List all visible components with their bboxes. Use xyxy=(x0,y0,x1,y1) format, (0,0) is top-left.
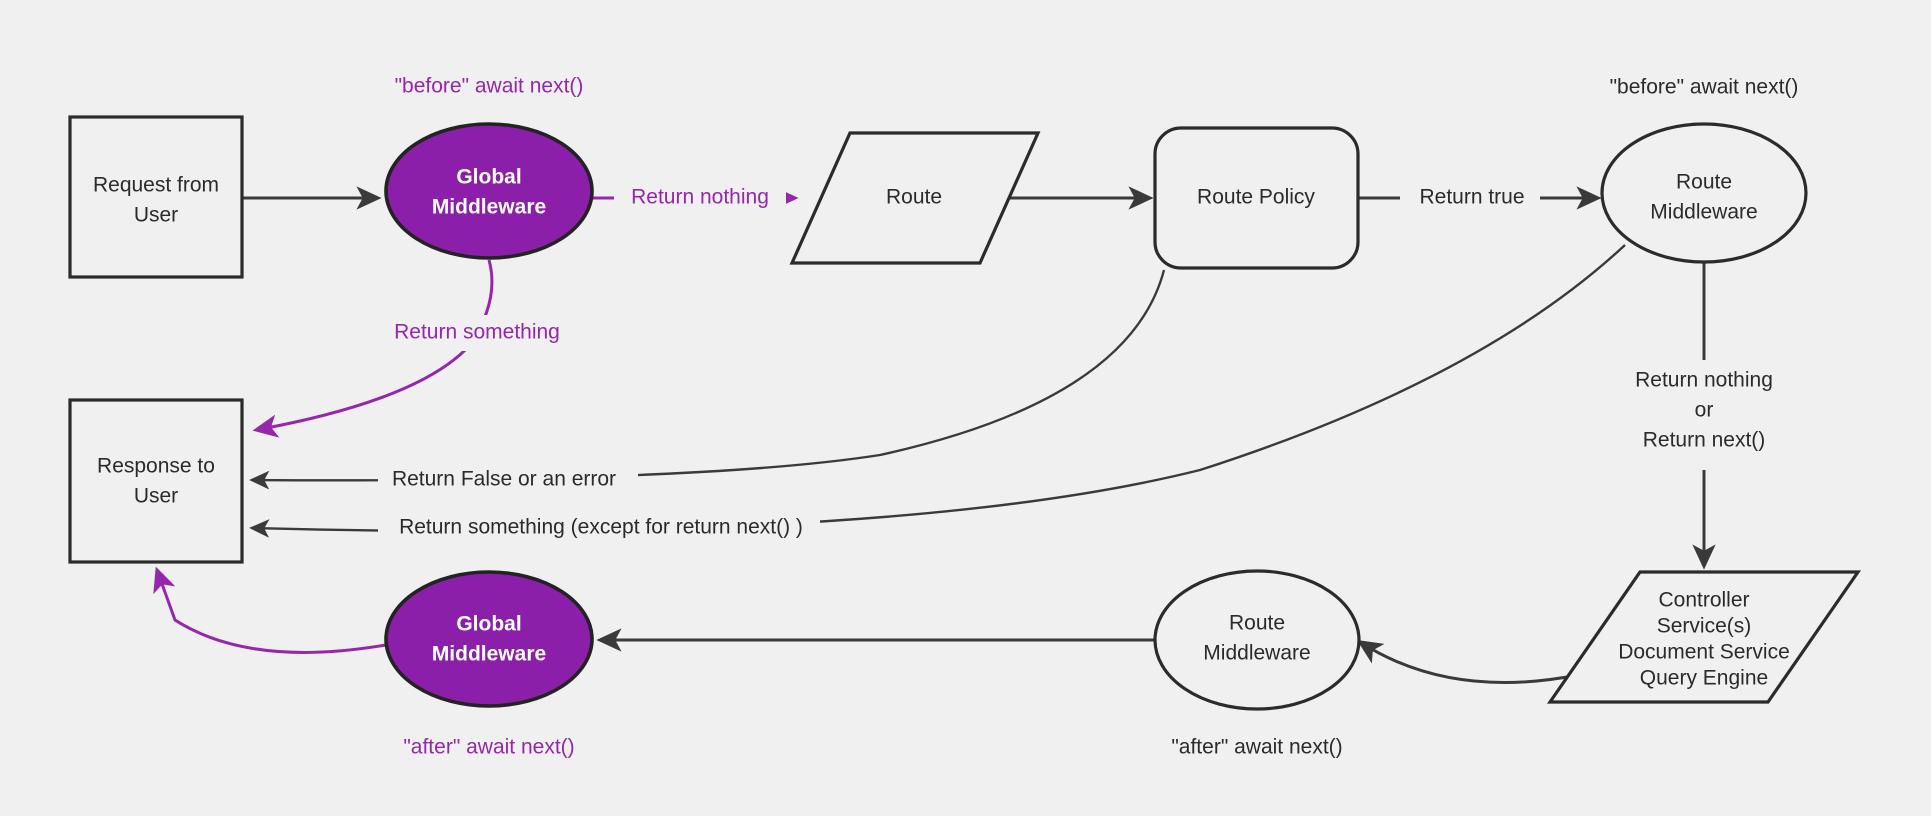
route-label: Route xyxy=(886,186,942,209)
node-route-middleware-top[interactable]: Route Middleware xyxy=(1600,122,1808,264)
label-mask-return-true xyxy=(1400,180,1540,216)
route-middleware-bottom-shape xyxy=(1153,569,1361,711)
request-from-user-shape xyxy=(68,115,244,279)
route-middleware-top-label-line1: Route xyxy=(1676,171,1732,194)
global-middleware-bottom-label-line1: Global xyxy=(456,613,521,636)
edge-label-return-false-or-error: Return False or an error xyxy=(392,468,616,491)
edge-label-return-something-except: Return something (except for return next… xyxy=(399,516,803,539)
route-shape xyxy=(789,131,1041,265)
annotation-after-await-next-global: "after" await next() xyxy=(403,736,574,759)
route-policy-label: Route Policy xyxy=(1197,186,1315,209)
label-mask-return-nothing xyxy=(614,180,786,216)
controller-services-label-line2: Service(s) xyxy=(1657,615,1752,638)
controller-services-label-line1: Controller xyxy=(1658,589,1749,612)
node-route-policy[interactable]: Route Policy xyxy=(1153,126,1360,270)
edge-global-middleware-bottom-to-response xyxy=(153,566,387,654)
request-from-user-label-line1: Request from xyxy=(93,174,219,197)
route-middleware-bottom-label-line1: Route xyxy=(1229,612,1285,635)
global-middleware-bottom-shape xyxy=(384,570,594,708)
edge-label-return-true: Return true xyxy=(1419,186,1524,209)
annotation-before-await-next-global: "before" await next() xyxy=(395,75,584,98)
controller-services-shape xyxy=(1546,570,1862,704)
node-global-middleware-bottom[interactable]: Global Middleware xyxy=(384,570,594,708)
node-global-middleware-top[interactable]: Global Middleware xyxy=(384,122,594,260)
response-to-user-label-line1: Response to xyxy=(97,455,215,478)
node-route[interactable]: Route xyxy=(789,131,1041,265)
edge-route-policy-to-response-false-or-error xyxy=(249,269,1166,490)
response-to-user-shape xyxy=(68,398,244,564)
route-middleware-top-shape xyxy=(1600,122,1808,264)
annotation-before-await-next-route: "before" await next() xyxy=(1610,76,1799,99)
node-response-to-user[interactable]: Response to User xyxy=(68,398,244,564)
request-from-user-label-line2: User xyxy=(134,204,178,227)
label-mask-return-something-except xyxy=(378,510,820,546)
annotation-after-await-next-route: "after" await next() xyxy=(1171,736,1342,759)
edge-label-return-something-global: Return something xyxy=(394,321,560,344)
edge-label-return-nothing-route-or: or xyxy=(1695,399,1714,422)
label-mask-return-nothing-or-next xyxy=(1612,360,1798,470)
global-middleware-top-shape xyxy=(384,122,594,260)
response-to-user-label-line2: User xyxy=(134,485,178,508)
global-middleware-top-label-line2: Middleware xyxy=(432,196,546,219)
node-request-from-user[interactable]: Request from User xyxy=(68,115,244,279)
route-middleware-top-label-line2: Middleware xyxy=(1650,201,1757,224)
edge-label-return-nothing-route: Return nothing xyxy=(1635,369,1773,392)
controller-services-label-line3: Document Service xyxy=(1618,641,1790,664)
node-route-middleware-bottom[interactable]: Route Middleware xyxy=(1153,569,1361,711)
edge-label-return-nothing-global: Return nothing xyxy=(631,186,769,209)
label-mask-return-something xyxy=(378,315,578,351)
global-middleware-top-label-line1: Global xyxy=(456,166,521,189)
label-mask-return-false-or-error xyxy=(378,462,638,498)
route-middleware-bottom-label-line2: Middleware xyxy=(1203,642,1310,665)
controller-services-label-line4: Query Engine xyxy=(1640,667,1768,690)
edge-label-return-next: Return next() xyxy=(1643,429,1766,452)
node-controller-services[interactable]: Controller Service(s) Document Service Q… xyxy=(1546,570,1862,704)
global-middleware-bottom-label-line2: Middleware xyxy=(432,643,546,666)
route-policy-shape xyxy=(1153,126,1360,270)
edge-global-middleware-to-response-return-something xyxy=(252,259,494,438)
edge-controller-to-route-middleware-bottom xyxy=(1356,640,1579,685)
